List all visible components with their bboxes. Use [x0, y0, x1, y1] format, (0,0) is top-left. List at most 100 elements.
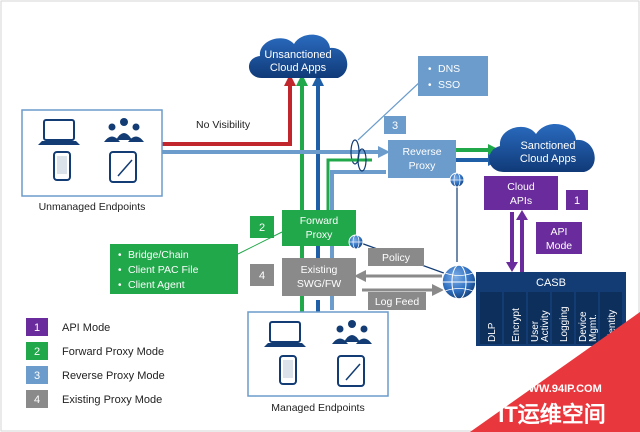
cloud-apis-label-2: APIs — [510, 195, 532, 207]
legend-swatch — [26, 342, 48, 360]
no-visibility-label: No Visibility — [196, 119, 251, 131]
legend-label: Reverse Proxy Mode — [62, 370, 165, 382]
forward-to-reverse-green — [326, 158, 372, 210]
managed-label: Managed Endpoints — [271, 402, 364, 414]
reverse-proxy: 3 Reverse Proxy — [384, 116, 456, 178]
casb-module-cell — [528, 292, 550, 344]
legend-label: API Mode — [62, 322, 110, 334]
tunnel-ring-2 — [357, 148, 367, 172]
method-bridge-chain: Bridge/Chain — [128, 249, 189, 261]
sanctioned-label-2: Cloud Apps — [520, 153, 577, 165]
policy-label-box: Policy — [368, 248, 424, 266]
dns-sso-box: • DNS • SSO — [418, 56, 488, 96]
existing-label-1: Existing — [301, 264, 338, 276]
forward-proxy-number-box — [250, 216, 274, 238]
casb-title: CASB — [536, 277, 566, 289]
casb-module-label: Device — [578, 311, 589, 342]
casb-module-label: Encrypt — [511, 308, 522, 342]
casb-module-label: Activity — [540, 310, 551, 342]
tablet-icon — [109, 151, 137, 183]
managed-phone-icon — [279, 355, 297, 385]
forward-proxy-methods-box: • Bridge/Chain • Client PAC File • Clien… — [110, 244, 238, 294]
api-mode-label-1: API — [551, 226, 568, 238]
unsanctioned-cloud: Unsanctioned Cloud Apps — [248, 34, 348, 78]
gray-arrowhead-left — [354, 270, 366, 282]
managed-laptop-icon — [264, 321, 306, 347]
reverse-proxy-number-box — [384, 116, 406, 134]
casb-module-label: Mgmt. — [588, 314, 599, 342]
dns-bullet: • — [428, 64, 432, 75]
forward-proxy-number: 2 — [259, 222, 265, 234]
reverse-proxy-label-2: Proxy — [409, 160, 437, 172]
red-no-visibility-line — [162, 84, 292, 146]
api-mode-label-2: Mode — [546, 240, 572, 252]
dns-label: DNS — [438, 63, 460, 75]
managed-tablet-icon — [337, 355, 365, 387]
forward-proxy-label-1: Forward — [300, 215, 339, 227]
phone-icon — [53, 151, 71, 181]
casb-module-cell — [576, 292, 598, 344]
casb-module-label: Logging — [559, 306, 570, 342]
casb-module-label: Identity — [607, 310, 618, 342]
legend-number: 2 — [34, 346, 40, 358]
reverse-proxy-number: 3 — [392, 120, 398, 132]
reverse-proxy-globe-icon — [449, 172, 465, 188]
legend-number: 3 — [34, 370, 40, 382]
method-client-pac: Client PAC File — [128, 264, 199, 276]
blue-arrowhead-up — [312, 74, 324, 86]
cloud-apis-number: 1 — [574, 195, 580, 207]
casb-globe-icon — [441, 264, 477, 300]
sso-label: SSO — [438, 79, 460, 91]
managed-users-icon — [332, 320, 372, 344]
purple-arrowhead-up — [516, 210, 528, 220]
watermark-corner — [470, 312, 640, 432]
svg-text:•: • — [118, 265, 122, 276]
gray-arrowhead-right — [432, 284, 444, 296]
existing-swg-fw: 4 Existing SWG/FW — [250, 258, 356, 296]
light-blue-arrowhead — [378, 146, 390, 158]
watermark-name: IT运维空间 — [498, 402, 606, 427]
purple-arrowhead-down — [506, 262, 518, 272]
cloud-apis-label-1: Cloud — [507, 181, 535, 193]
cloud-apis-box: Cloud APIs — [484, 176, 558, 210]
sanctioned-label-1: Sanctioned — [520, 140, 575, 152]
unsanctioned-label-1: Unsanctioned — [264, 49, 331, 61]
legend-swatch — [26, 390, 48, 408]
watermark: WWW.94IP.COM IT运维空间 — [470, 312, 640, 432]
casb-module-cell — [480, 292, 502, 344]
sanctioned-cloud: Sanctioned Cloud Apps — [489, 123, 595, 172]
laptop-icon — [38, 119, 80, 145]
svg-text:•: • — [118, 280, 122, 291]
reverse-proxy-label-1: Reverse — [402, 146, 441, 158]
users-icon — [104, 118, 144, 142]
legend-swatch — [26, 318, 48, 336]
legend-number: 1 — [34, 322, 40, 334]
existing-label-2: SWG/FW — [297, 278, 341, 290]
log-feed-label: Log Feed — [375, 296, 420, 308]
forward-proxy-globe-icon — [348, 234, 364, 250]
legend-number: 4 — [34, 394, 40, 406]
forward-proxy-label-2: Proxy — [306, 229, 334, 241]
watermark-url: WWW.94IP.COM — [518, 383, 602, 395]
method-client-agent: Client Agent — [128, 279, 185, 291]
svg-text:•: • — [118, 250, 122, 261]
green-arrowhead-up — [296, 74, 308, 86]
existing-number-box — [250, 264, 274, 286]
dns-sso-connector — [357, 79, 423, 141]
api-mode-box: API Mode — [536, 222, 582, 254]
policy-label: Policy — [382, 252, 411, 264]
cloud-apis-number-box: 1 — [566, 190, 588, 210]
methods-connector — [237, 231, 283, 255]
unsanctioned-label-2: Cloud Apps — [270, 62, 327, 74]
casb-module-cell — [552, 292, 574, 344]
red-arrowhead — [284, 74, 296, 86]
existing-number: 4 — [259, 270, 265, 282]
legend-swatch — [26, 366, 48, 384]
forward-proxy: 2 Forward Proxy — [250, 210, 356, 246]
